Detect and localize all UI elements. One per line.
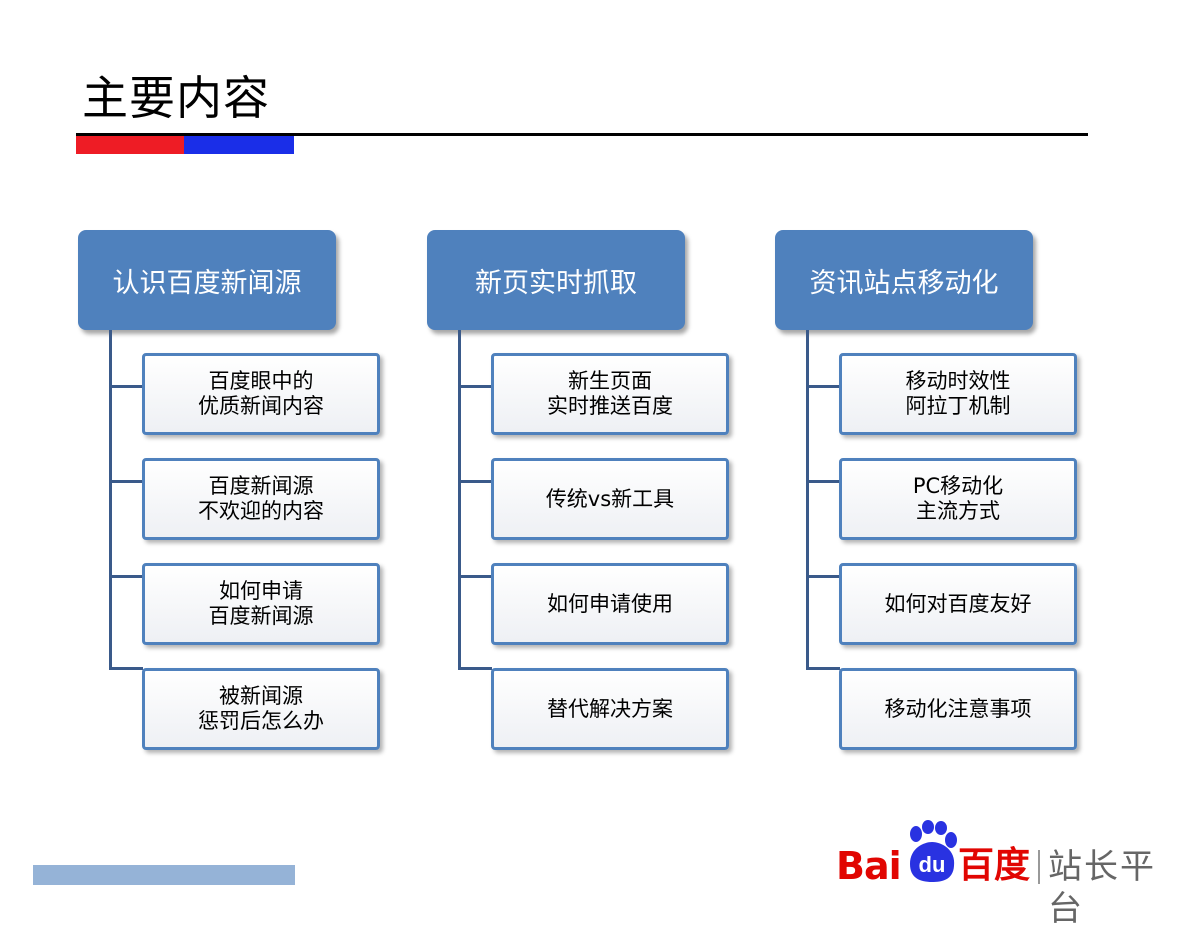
baidu-zhanzhang-logo: Bai du 百度 站长平台	[836, 818, 1186, 929]
column-1: 认识百度新闻源 百度眼中的 优质新闻内容 百度新闻源 不欢迎的内容 如何申请 百…	[78, 230, 398, 760]
connector-horizontal	[109, 667, 143, 670]
item-box: 如何申请 百度新闻源	[142, 563, 380, 645]
item-box: 移动时效性 阿拉丁机制	[839, 353, 1077, 435]
column-header: 认识百度新闻源	[78, 230, 336, 330]
connector-vertical	[458, 330, 461, 670]
column-3: 资讯站点移动化 移动时效性 阿拉丁机制 PC移动化 主流方式 如何对百度友好 移…	[775, 230, 1095, 760]
connector-vertical	[109, 330, 112, 670]
column-header: 新页实时抓取	[427, 230, 685, 330]
connector-vertical	[806, 330, 809, 670]
item-box: 百度眼中的 优质新闻内容	[142, 353, 380, 435]
item-box: 新生页面 实时推送百度	[491, 353, 729, 435]
logo-bai-text: Bai	[836, 844, 902, 888]
accent-bar-red	[76, 136, 184, 154]
accent-bar-blue	[184, 136, 294, 154]
connector-horizontal	[458, 480, 492, 483]
connector-horizontal	[458, 667, 492, 670]
item-box: 百度新闻源 不欢迎的内容	[142, 458, 380, 540]
item-box: 如何对百度友好	[839, 563, 1077, 645]
connector-horizontal	[806, 385, 840, 388]
item-box: 被新闻源 惩罚后怎么办	[142, 668, 380, 750]
connector-horizontal	[109, 575, 143, 578]
title-divider	[76, 133, 1088, 136]
connector-horizontal	[109, 480, 143, 483]
item-box: PC移动化 主流方式	[839, 458, 1077, 540]
logo-du-text: du	[919, 852, 946, 877]
column-2: 新页实时抓取 新生页面 实时推送百度 传统vs新工具 如何申请使用 替代解决方案	[427, 230, 747, 760]
item-box: 移动化注意事项	[839, 668, 1077, 750]
footer-bar	[33, 865, 295, 885]
paw-icon: du	[910, 820, 957, 882]
logo-baidu-cn-text: 百度	[958, 845, 1031, 886]
item-box: 传统vs新工具	[491, 458, 729, 540]
page-title: 主要内容	[82, 71, 270, 125]
column-header: 资讯站点移动化	[775, 230, 1033, 330]
logo-zhanzhang-text: 站长平台	[1048, 847, 1156, 929]
logo-separator	[1038, 850, 1040, 884]
item-box: 如何申请使用	[491, 563, 729, 645]
item-box: 替代解决方案	[491, 668, 729, 750]
connector-horizontal	[109, 385, 143, 388]
connector-horizontal	[806, 480, 840, 483]
connector-horizontal	[458, 575, 492, 578]
connector-horizontal	[806, 667, 840, 670]
connector-horizontal	[806, 575, 840, 578]
connector-horizontal	[458, 385, 492, 388]
